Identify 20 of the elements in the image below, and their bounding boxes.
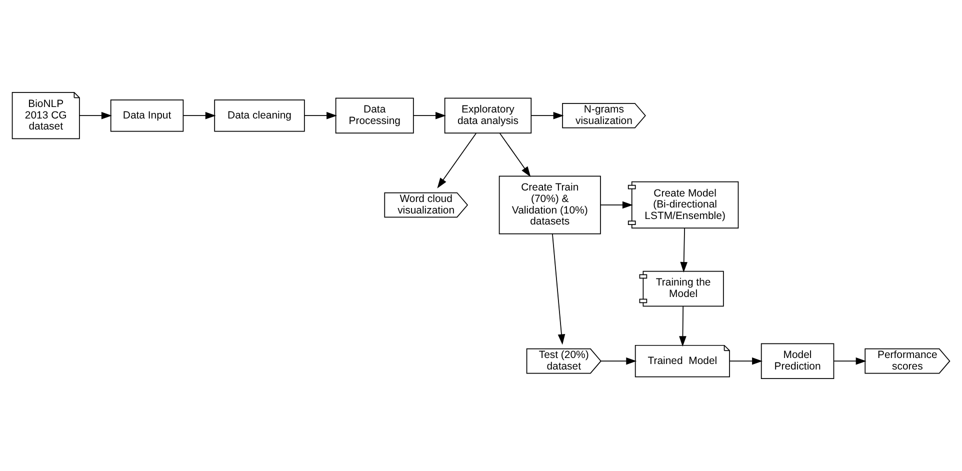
- arrow: [834, 357, 866, 365]
- arrow: [304, 112, 338, 120]
- arrow: [530, 112, 564, 120]
- arrow: [437, 132, 476, 188]
- arrow: [679, 306, 686, 347]
- arrow: [600, 357, 637, 365]
- arrow: [413, 112, 446, 120]
- arrow: [680, 228, 688, 272]
- arrow: [600, 201, 633, 209]
- node-box: Model Prediction: [760, 343, 834, 379]
- node-box: Data cleaning: [214, 99, 305, 132]
- arrow: [729, 357, 763, 365]
- node-box: Data Input: [110, 99, 184, 132]
- arrow: [182, 112, 216, 120]
- node-box: Exploratory data analysis: [444, 98, 532, 134]
- arrow: [499, 132, 531, 177]
- arrow: [552, 233, 566, 345]
- node-box: Create Train (70%) & Validation (10%) datasets: [498, 176, 601, 234]
- arrow: [79, 112, 112, 120]
- node-box: Data Processing: [335, 98, 414, 134]
